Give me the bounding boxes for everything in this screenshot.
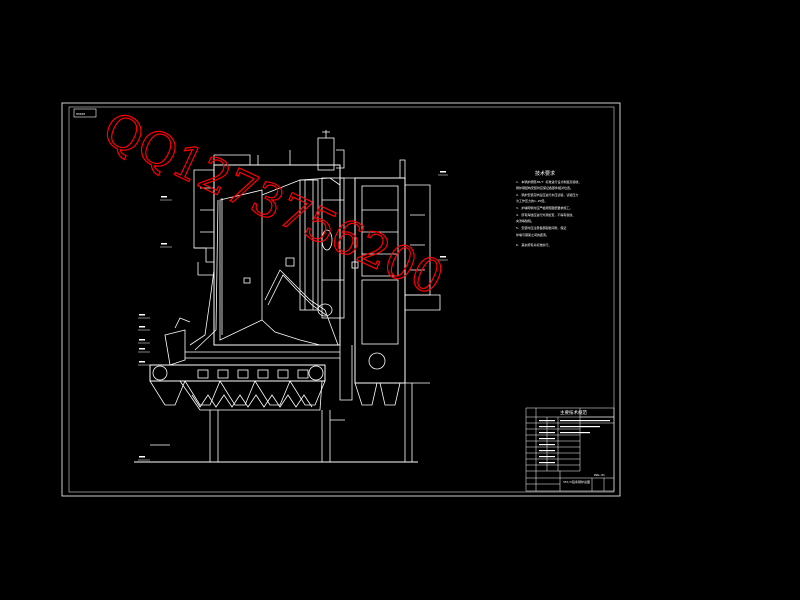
economizer-column xyxy=(339,159,441,406)
note-line: 5. 安装时应注意各部膨胀间隙，保证 xyxy=(516,225,566,230)
note-line: 4. 所有焊缝应进行外观检查，不得有裂纹、 xyxy=(516,212,575,217)
watermark-seal: QQ1273756200 xyxy=(96,100,452,292)
elevation-label-glyphs xyxy=(139,171,446,458)
notes-title: 技术要求 xyxy=(535,170,555,177)
note-line: 6. 其余按有关标准执行。 xyxy=(516,242,551,247)
title-block-glyphs xyxy=(539,420,610,464)
sheet-border-outer xyxy=(61,102,621,497)
note-line: 为工作压力的1.25倍。 xyxy=(516,198,547,203)
note-line: 锅炉钢结构安装时应保证各部件相对位置。 xyxy=(516,185,573,190)
note-line: 1. 本锅炉按照JB/T 标准进行设计制造及验收， xyxy=(516,179,581,184)
drawing-no: DWG-01 xyxy=(594,473,605,477)
watermark-text: QQ1273756200 xyxy=(96,101,452,292)
note-line: 炉墙与钢架之间的距离。 xyxy=(516,232,549,237)
chain-grate xyxy=(149,317,340,411)
sheet-tag: H3040 xyxy=(76,112,85,116)
sheet-border-inner xyxy=(68,106,615,493)
note-line: 2. 锅炉安装完毕后应进行水压试验，试验压力 xyxy=(516,192,578,197)
technical-notes: 技术要求 1. 本锅炉按照JB/T 标准进行设计制造及验收， 锅炉钢结构安装时应… xyxy=(516,170,581,247)
elevation-marks xyxy=(138,174,448,461)
note-line: 夹渣等缺陷。 xyxy=(516,218,534,223)
title-block-header: 主要技术规范 xyxy=(560,409,587,416)
drawing-name: 35t/h链条锅炉总图 xyxy=(563,479,590,484)
note-line: 3. 炉墙砌筑时应严格按照图纸要求施工。 xyxy=(516,205,572,210)
foundation xyxy=(134,383,418,463)
sheet-tag-box xyxy=(73,108,97,118)
